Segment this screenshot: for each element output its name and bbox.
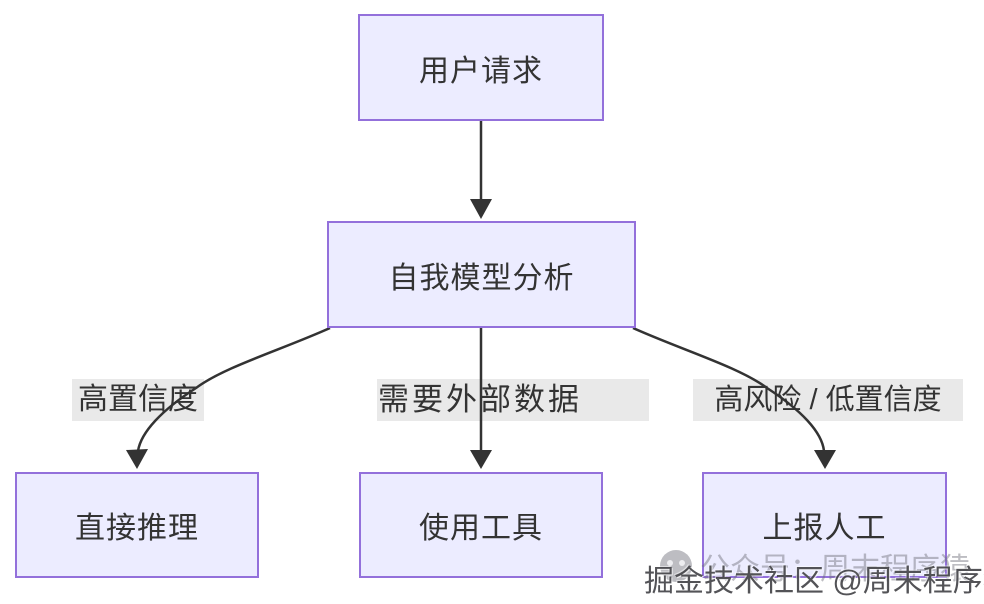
arrowhead-human	[814, 450, 836, 469]
node-self-model-analysis: 自我模型分析	[327, 221, 636, 328]
arrowhead-tools	[470, 450, 492, 469]
edge-label-high-confidence: 高置信度	[78, 383, 198, 416]
edge-label-bg-needs-external-data	[377, 379, 649, 421]
edge-label-needs-external-data: 需要外部数据	[378, 382, 582, 417]
arrowhead-self-model	[470, 199, 492, 219]
node-use-tools-label: 使用工具	[419, 512, 543, 545]
watermark-dark: 掘金技术社区 @周末程序猿	[644, 556, 984, 600]
node-escalate-to-human: 上报人工	[702, 472, 947, 578]
edge-label-high-risk-low-confidence: 高风险 / 低置信度	[714, 384, 942, 416]
node-self-model-analysis-label: 自我模型分析	[388, 261, 575, 295]
node-user-request-label: 用户请求	[419, 54, 543, 88]
watermark-dark-text: 掘金技术社区 @周末程序猿	[644, 565, 984, 598]
monkey-avatar-icon	[660, 550, 692, 582]
node-user-request: 用户请求	[358, 14, 604, 121]
arrowhead-direct	[126, 449, 148, 469]
node-use-tools: 使用工具	[359, 472, 603, 578]
node-direct-reasoning: 直接推理	[15, 472, 259, 578]
watermark-faint: 公众号：周末程序猿	[660, 544, 970, 588]
watermark-faint-text: 公众号：周末程序猿	[700, 553, 970, 586]
node-direct-reasoning-label: 直接推理	[75, 512, 199, 545]
node-escalate-to-human-label: 上报人工	[762, 512, 887, 545]
